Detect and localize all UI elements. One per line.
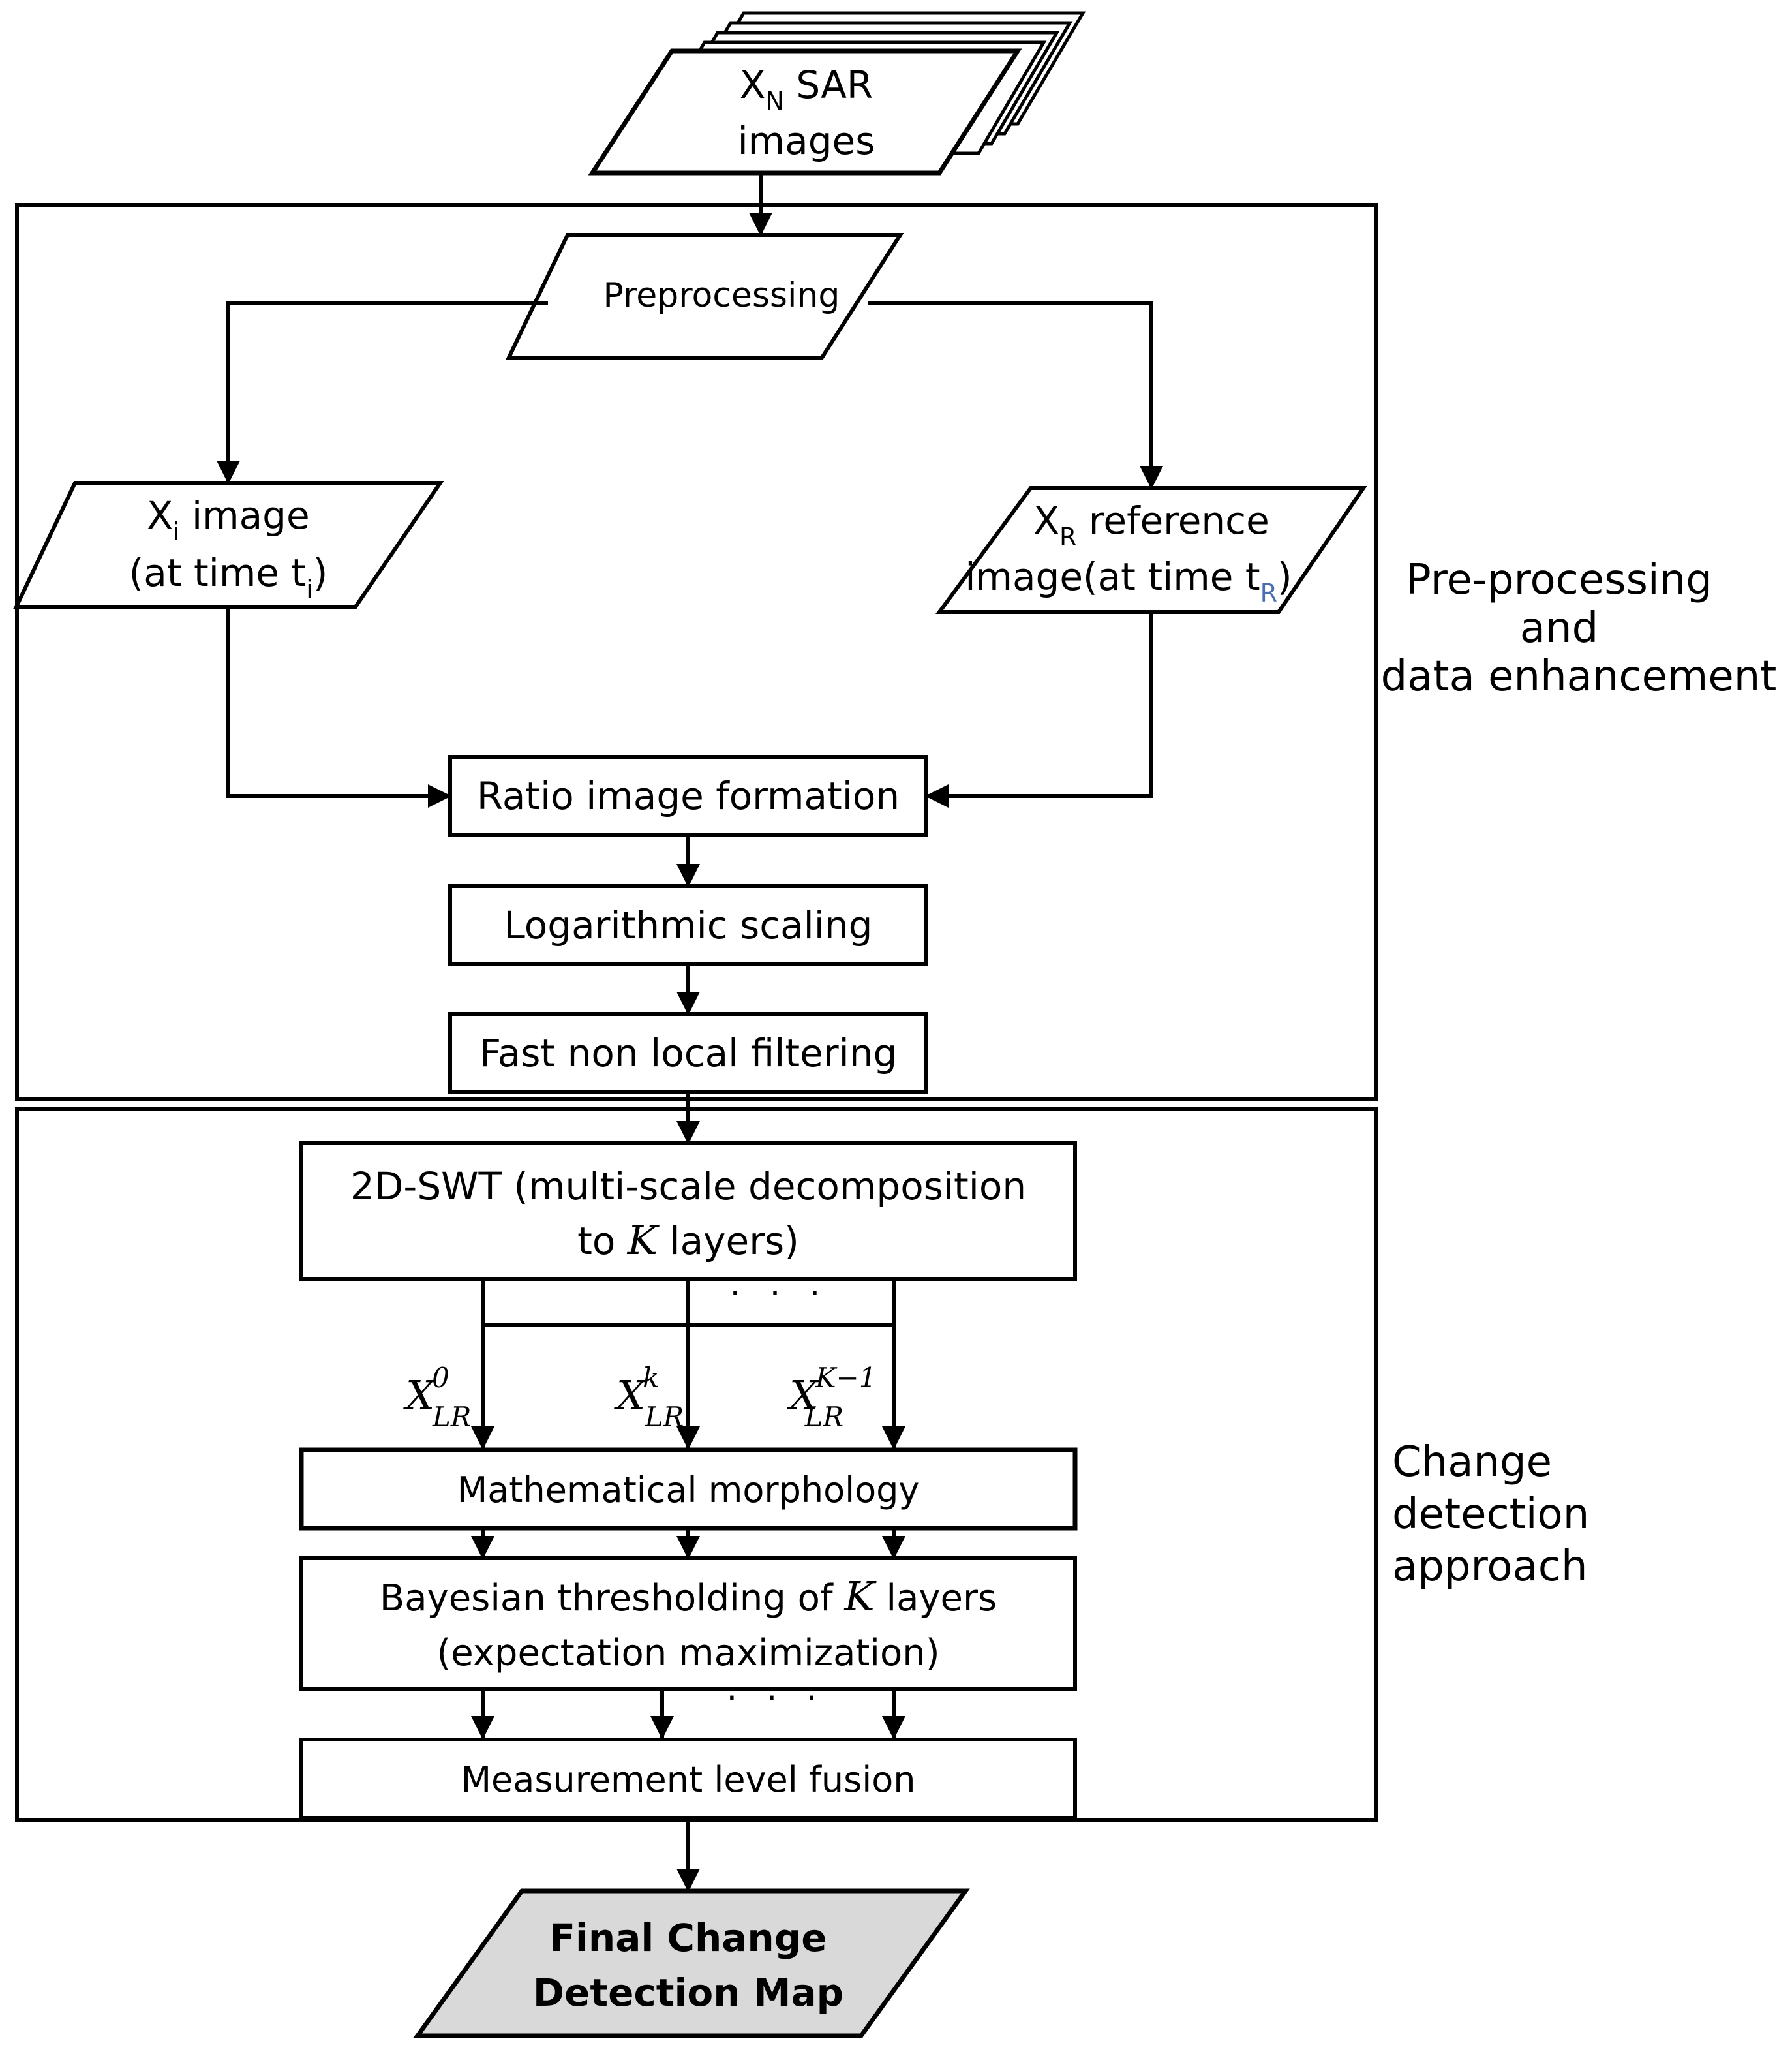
preprocessing-node xyxy=(506,233,904,360)
layer-dots-top: · · · xyxy=(730,1274,830,1313)
mathematical-morphology-label: Mathematical morphology xyxy=(457,1469,920,1511)
xr-reference-image-node xyxy=(935,486,1367,614)
bayesian-label-line1: Bayesian thresholding of K layers xyxy=(380,1573,997,1620)
layer-arrows xyxy=(471,1528,905,1740)
bayesian-thresholding-box xyxy=(299,1556,1077,1691)
section-change-detection-title-line1: Change xyxy=(1392,1438,1552,1486)
section-preprocessing-title-line2: and xyxy=(1520,604,1598,652)
section-preprocessing-title-line3: data enhancement xyxy=(1381,652,1777,701)
layer-dots-bottom: · · · xyxy=(727,1679,827,1718)
measurement-level-fusion-label: Measurement level fusion xyxy=(461,1759,915,1800)
xi-image-node xyxy=(13,481,444,609)
xi-image-label-line2: (at time ti) xyxy=(129,551,328,604)
sar-images-label: XN SAR xyxy=(740,63,873,115)
measurement-level-fusion-box xyxy=(299,1738,1077,1820)
sar-images-label-line2: images xyxy=(738,119,875,163)
fast-non-local-filtering-box xyxy=(448,1012,928,1094)
section-preprocessing-title-line1: Pre-processing xyxy=(1406,556,1712,604)
section-change-detection-title-line2: detection xyxy=(1392,1490,1589,1539)
mathematical-morphology-box xyxy=(299,1447,1078,1531)
logarithmic-scaling-label: Logarithmic scaling xyxy=(504,903,873,947)
layer-split-connectors xyxy=(471,1279,905,1450)
preprocessing-label: Preprocessing xyxy=(603,276,840,315)
section-change-detection-title-line3: approach xyxy=(1392,1542,1588,1591)
xr-reference-label-line2: image(at time tR) xyxy=(965,555,1292,607)
swt-label-line1: 2D-SWT (multi-scale decomposition xyxy=(350,1164,1026,1208)
sar-images-stack xyxy=(588,11,1086,176)
sar-images-parallelogram xyxy=(588,48,1022,176)
final-map-label-line1: Final Change xyxy=(549,1916,827,1960)
xr-reference-label: XR reference xyxy=(1033,499,1269,551)
change-detection-section-frame xyxy=(15,1107,1378,1822)
xi-image-label: Xi image xyxy=(147,493,309,546)
logarithmic-scaling-box xyxy=(448,884,928,966)
final-map-label-line2: Detection Map xyxy=(533,1971,843,2015)
fast-non-local-filtering-label: Fast non local filtering xyxy=(479,1031,898,1075)
final-change-detection-map-node xyxy=(413,1888,970,2038)
preprocessing-section-frame xyxy=(15,203,1378,1101)
main-connectors xyxy=(217,173,1163,1892)
bayesian-label-line2: (expectation maximization) xyxy=(436,1632,939,1674)
swt-label-line2: to K layers) xyxy=(577,1216,799,1264)
ratio-image-formation-label: Ratio image formation xyxy=(477,774,900,818)
swt-decomposition-box xyxy=(299,1141,1077,1281)
